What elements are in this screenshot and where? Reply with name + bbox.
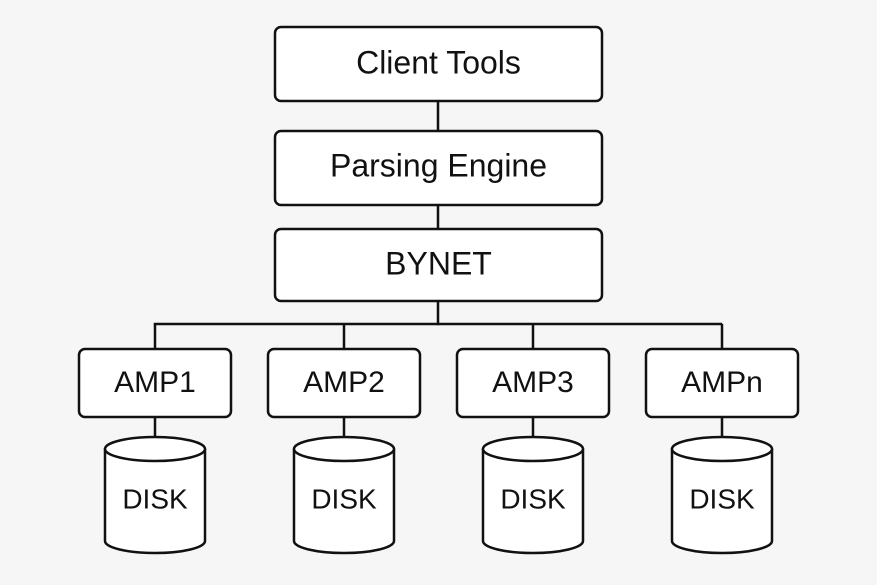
amp-box: AMPn — [644, 347, 800, 419]
disk-cylinder: DISK — [670, 435, 774, 555]
disk-cylinder: DISK — [103, 435, 207, 555]
parsing-engine-label: Parsing Engine — [330, 147, 547, 183]
disk-label: DISK — [689, 483, 755, 514]
bynet-label: BYNET — [385, 245, 492, 281]
bynet-box: BYNET — [273, 227, 604, 303]
amp-box: AMP1 — [77, 347, 233, 419]
connectors — [153, 99, 723, 326]
amp-label: AMP2 — [303, 366, 385, 399]
parsing-engine-box: Parsing Engine — [273, 129, 604, 207]
disk-cylinder: DISK — [481, 435, 585, 555]
core-stack: Client Tools Parsing Engine BYNET — [273, 25, 604, 303]
client-tools-box: Client Tools — [273, 25, 604, 103]
amp-label: AMPn — [681, 366, 763, 399]
disk-label: DISK — [500, 483, 566, 514]
disk-label: DISK — [122, 483, 188, 514]
client-tools-label: Client Tools — [356, 44, 521, 80]
disk-cylinder: DISK — [292, 435, 396, 555]
amp-box: AMP3 — [455, 347, 611, 419]
amp-label: AMP1 — [114, 366, 196, 399]
amp-label: AMP3 — [492, 366, 574, 399]
amp-box: AMP2 — [266, 347, 422, 419]
disk-label: DISK — [311, 483, 377, 514]
